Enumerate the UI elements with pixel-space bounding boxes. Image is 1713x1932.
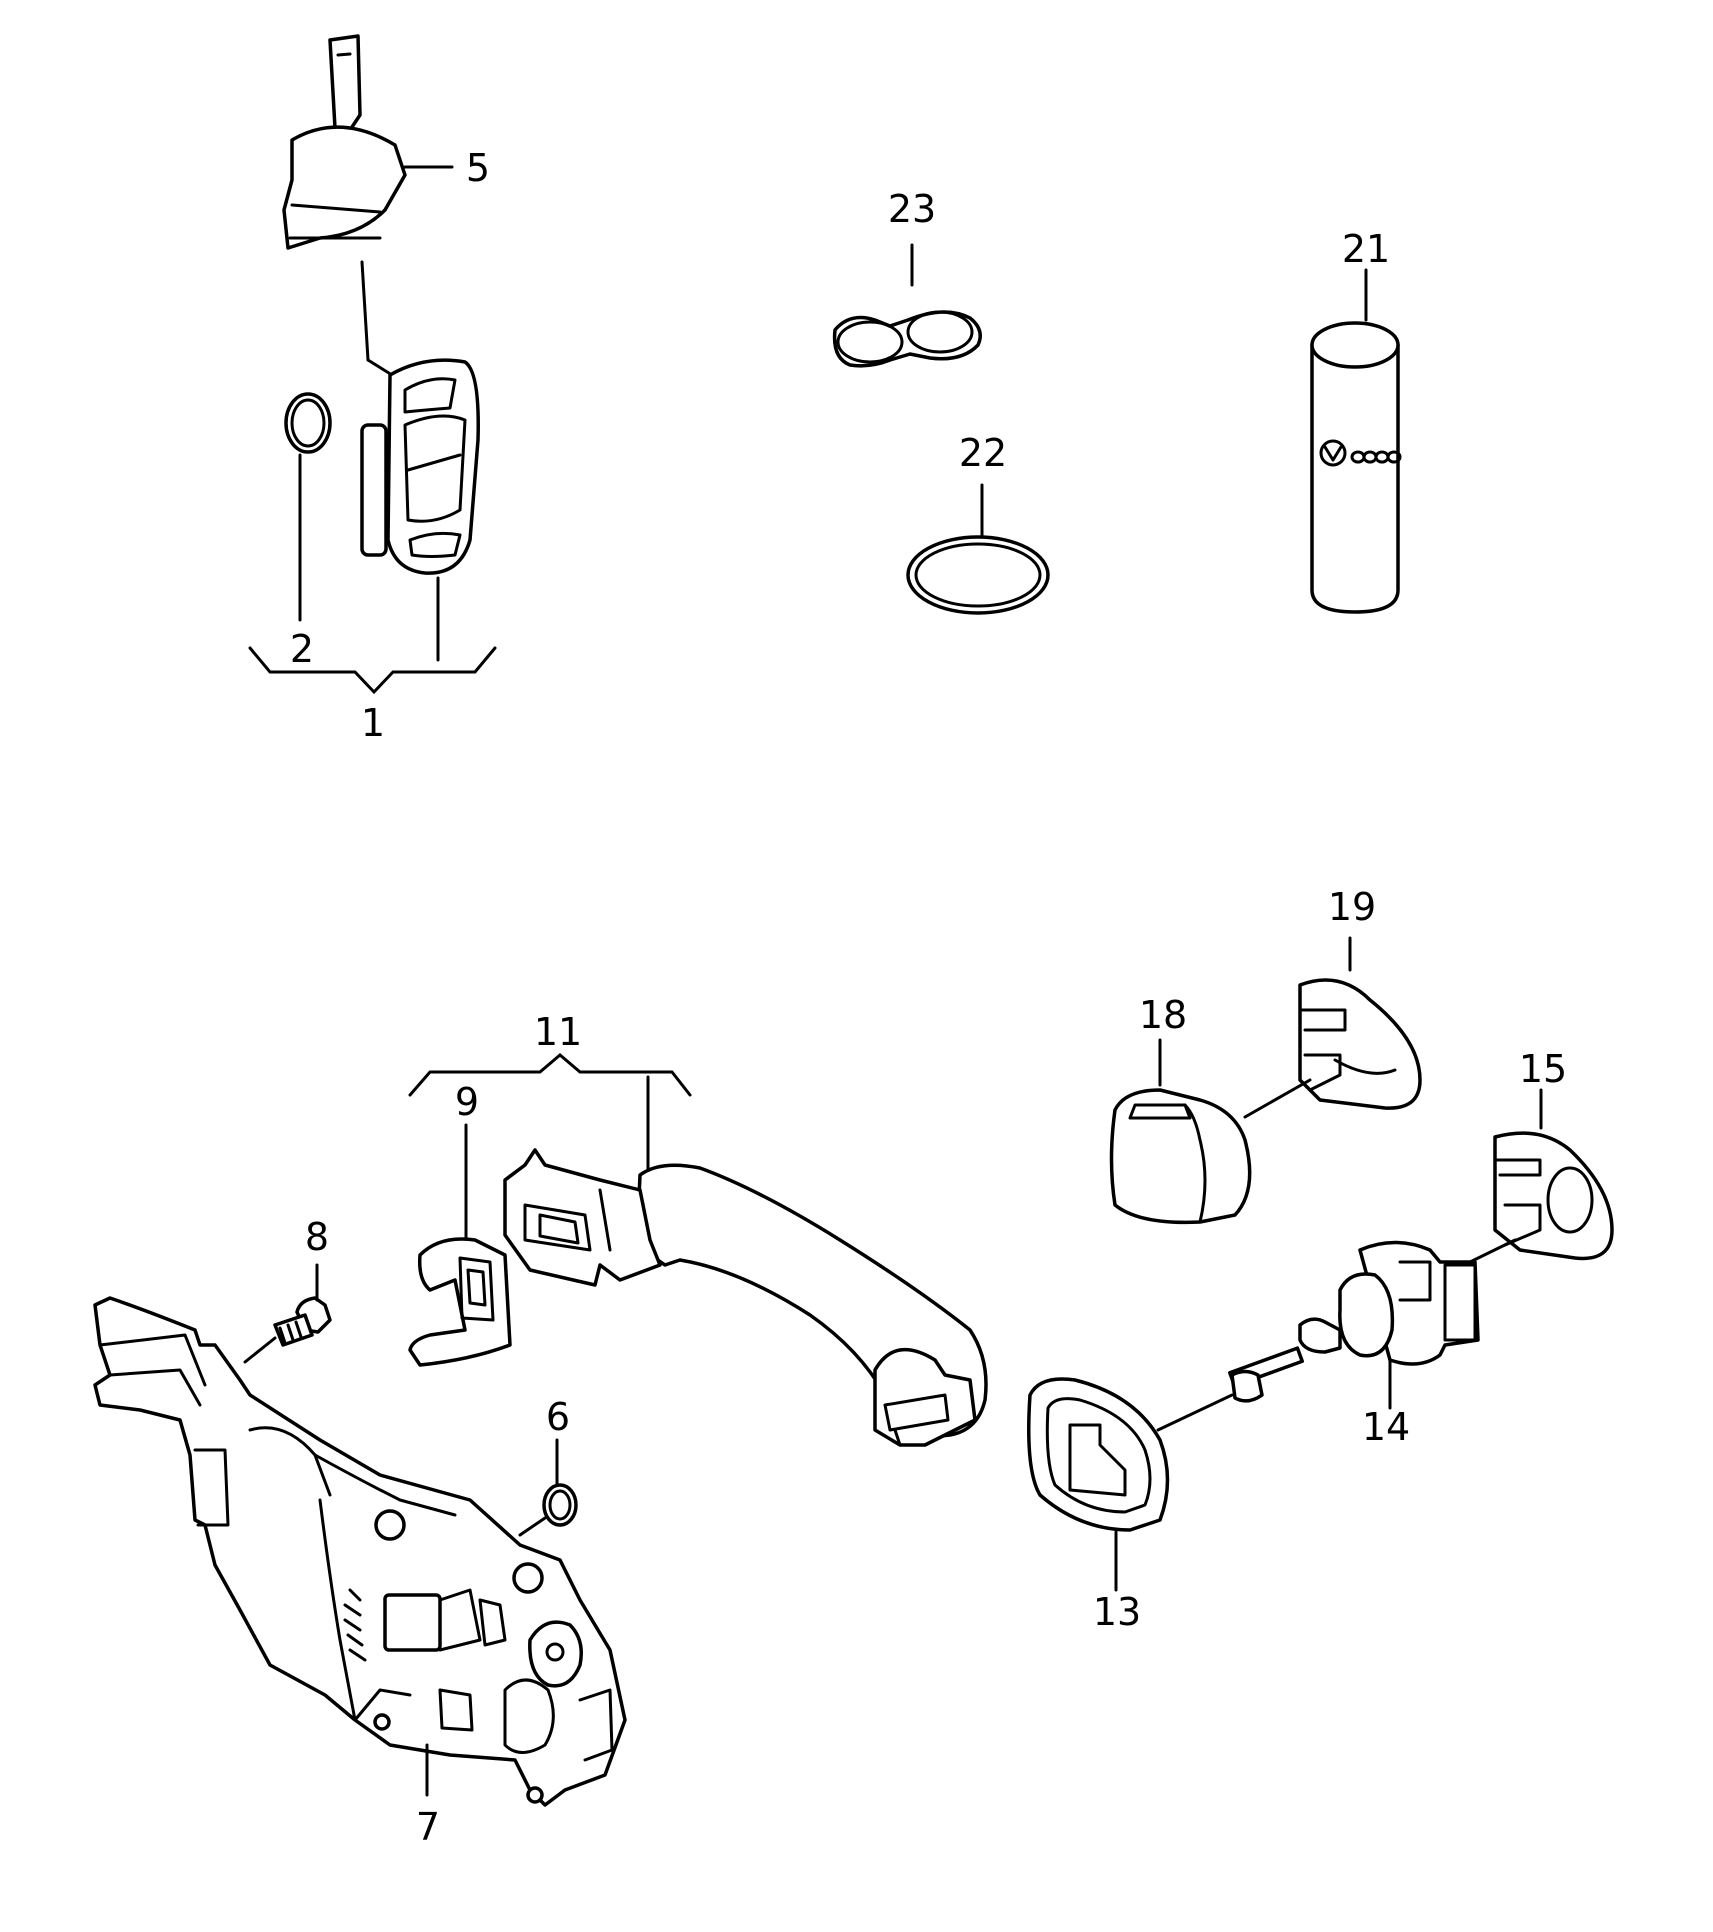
callout-8: 8 [305,1215,329,1259]
remote-fob-part[interactable] [360,358,480,575]
bracket-1 [248,646,497,695]
callout-11: 11 [534,1010,582,1054]
callout-18: 18 [1139,993,1187,1037]
callout-9: 9 [455,1080,479,1124]
cover-cap-lower-part[interactable] [1493,1131,1614,1261]
cover-cap-upper-part[interactable] [1298,978,1422,1110]
callout-2: 2 [290,627,314,671]
callout-7: 7 [416,1805,440,1849]
callout-5: 5 [466,146,490,190]
callout-15: 15 [1519,1047,1567,1091]
screw-part[interactable] [273,1296,332,1347]
connector-6-7 [518,1516,547,1537]
spray-can-part[interactable] [1310,321,1402,614]
connector-key-fob [360,260,370,362]
callout-14: 14 [1362,1405,1410,1449]
callout-1: 1 [361,701,385,745]
callout-23: 23 [888,187,936,231]
ring-seal-part[interactable] [906,535,1050,615]
connector-8-7 [243,1336,277,1364]
cap-part[interactable] [1109,1088,1252,1225]
callout-19: 19 [1328,885,1376,929]
oring-part[interactable] [542,1483,578,1527]
callout-21: 21 [1342,227,1390,271]
handle-carrier-part[interactable] [93,1296,627,1807]
callout-6: 6 [546,1395,570,1439]
callout-13: 13 [1093,1590,1141,1634]
double-seal-part[interactable] [832,310,982,368]
lock-cylinder-part[interactable] [1228,1240,1480,1403]
door-handle-part[interactable] [503,1148,988,1447]
connector-15-14 [1468,1238,1517,1264]
callout-22: 22 [959,431,1007,475]
seal-clip-part[interactable] [408,1237,512,1367]
connector-14-13 [1156,1393,1234,1432]
gasket-part[interactable] [1027,1377,1170,1532]
bracket-11 [408,1053,692,1097]
connector-18-19 [1243,1078,1312,1119]
key-blade-part[interactable] [282,34,407,250]
